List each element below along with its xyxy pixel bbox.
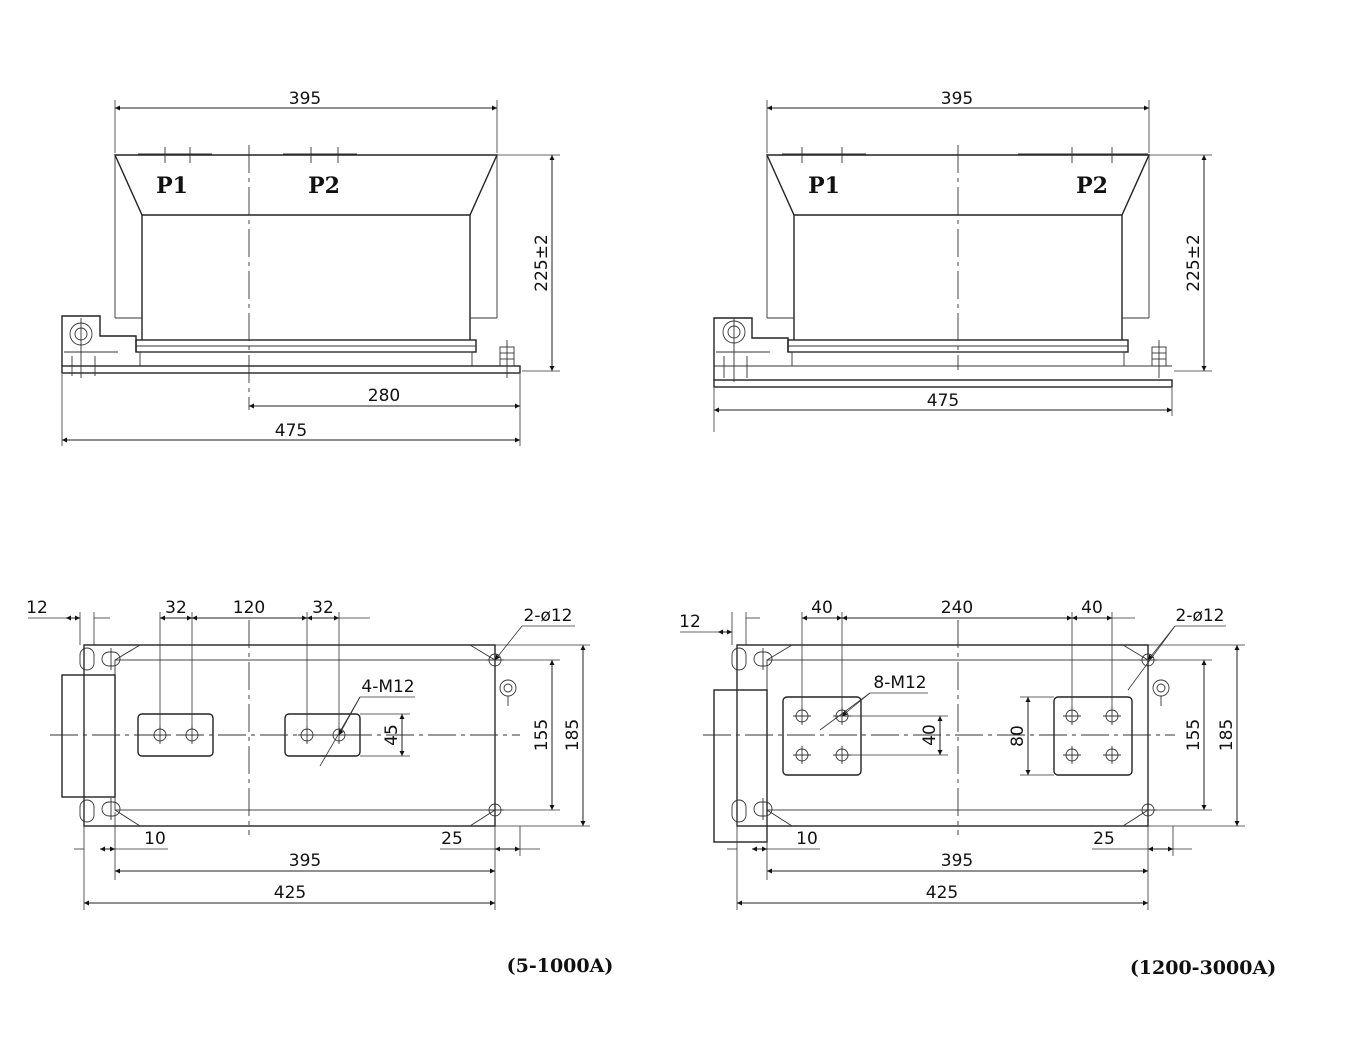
dim-pad2-width: 40 [1081,598,1103,618]
ground-terminal [499,340,515,378]
dim-height: 225±2 [532,234,552,292]
dim-base-offset: 280 [368,386,400,406]
mounting-slot [79,647,95,671]
front-view-right: P1 P2 395 225±2 475 [713,89,1212,432]
bolt-hole [1103,746,1121,764]
dim-base-length: 475 [927,391,959,411]
caption-current-range: (1200-3000A) [1130,957,1276,979]
dim-slot-offset: 10 [144,829,166,849]
dim-edge-offset: 12 [26,598,48,618]
dim-pad-gap: 120 [233,598,265,618]
left-flange [713,689,768,843]
dim-inner-height: 155 [1184,719,1204,751]
label-bolts: 8-M12 [873,673,926,693]
bolt-hole [1063,746,1081,764]
mounting-slot [731,647,747,671]
mounting-slot [79,799,95,823]
dim-hole-inset: 25 [441,829,463,849]
dim-outer-length: 425 [926,883,958,903]
label-bolts: 4-M12 [361,677,414,697]
terminal-p2-label: P2 [308,173,340,199]
ground-terminal [1151,340,1167,378]
base-plate [61,365,521,374]
dim-top-width: 395 [941,89,973,109]
dim-outer-height: 185 [563,719,583,751]
bolt-hole [1063,707,1081,725]
dim-pad2-spacing: 32 [312,598,334,618]
dim-pad1-spacing: 32 [165,598,187,618]
dim-edge-offset: 12 [679,612,701,632]
mounting-slot [731,799,747,823]
plan-view-right: 12 40 240 40 2-ø12 8-M12 40 80 155 185 [679,598,1276,979]
plan-view-left: 12 32 120 32 2-ø12 4-M12 45 155 185 [26,598,613,977]
terminal-pad-p1 [782,696,862,776]
dim-top-width: 395 [289,89,321,109]
bolt-hole [793,707,811,725]
label-mount-holes: 2-ø12 [524,606,573,626]
dim-pad-gap: 240 [941,598,973,618]
base-plate-outline [83,644,496,827]
dim-outer-length: 425 [274,883,306,903]
dim-inner-length: 395 [289,851,321,871]
dim-inner-height: 155 [532,719,552,751]
caption-current-range: (5-1000A) [507,955,614,977]
left-flange [61,674,116,798]
terminal-p1-label: P1 [808,173,840,199]
dim-outer-height: 185 [1217,719,1237,751]
base-plate-outline [736,644,1149,827]
terminal-p2-label: P2 [1076,173,1108,199]
front-view-left: P1 P2 395 225±2 280 475 [61,89,560,446]
dim-hole-inset: 25 [1093,829,1115,849]
bolt-hole [1103,707,1121,725]
dim-bolt-height: 45 [382,724,402,746]
dim-base-length: 475 [275,421,307,441]
terminal-p1-label: P1 [156,173,188,199]
ground-stud [499,679,517,706]
dim-pad1-width: 40 [811,598,833,618]
dim-inner-length: 395 [941,851,973,871]
terminal-pad-p2 [1053,696,1133,776]
dim-bolt-spacing: 40 [920,724,940,746]
dim-height: 225±2 [1184,234,1204,292]
dim-slot-offset: 10 [796,829,818,849]
ground-stud [1152,679,1170,706]
base-plate [713,379,1173,388]
bolt-hole [793,746,811,764]
dim-pad-height: 80 [1008,725,1028,747]
label-mount-holes: 2-ø12 [1176,606,1225,626]
